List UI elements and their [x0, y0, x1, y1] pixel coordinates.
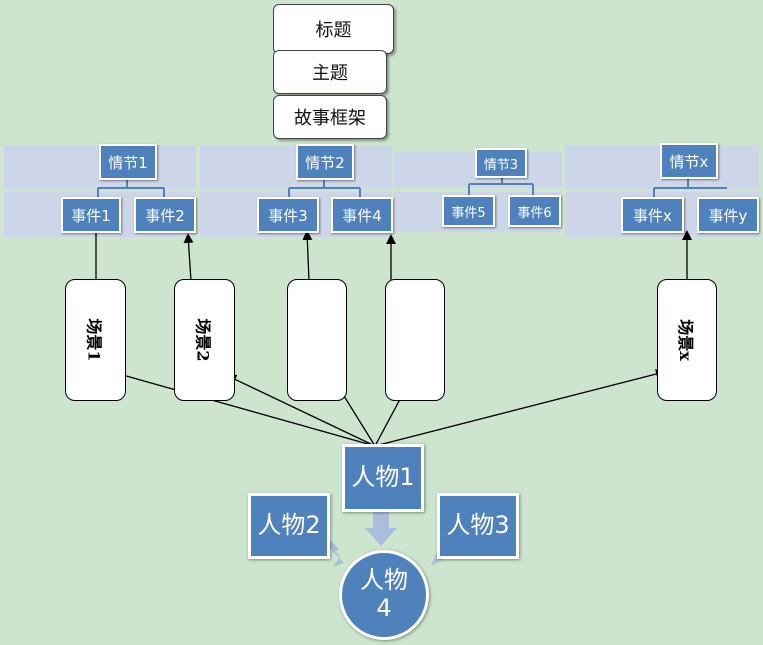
scene-box-4: [385, 279, 445, 401]
event-node-x: 事件x: [621, 197, 684, 233]
story-framework-box: 故事框架: [273, 95, 387, 139]
event-node-4: 事件4: [331, 197, 393, 233]
scene-label-2: 场景2: [193, 318, 213, 362]
scene-label-x: 场景x: [675, 319, 695, 361]
event-node-3: 事件3: [257, 197, 319, 233]
scene-box-3: [287, 279, 347, 401]
event-node-6: 事件6: [508, 195, 561, 227]
scene-box-x: 场景x: [657, 279, 717, 401]
scene-box-1: 场景1: [65, 279, 126, 401]
theme-box: 主题: [273, 50, 387, 94]
character-1: 人物1: [342, 444, 424, 512]
character-4-line2: 4: [376, 594, 392, 622]
event-node-1: 事件1: [61, 197, 121, 233]
scene-box-2: 场景2: [174, 279, 235, 401]
plot-node-3: 情节3: [475, 148, 527, 178]
character-4: 人物 4: [339, 550, 429, 640]
event-node-2: 事件2: [134, 197, 196, 233]
plot-node-1: 情节1: [99, 144, 157, 180]
plot-node-2: 情节2: [296, 144, 354, 180]
plot-node-x: 情节x: [660, 143, 718, 179]
character-3: 人物3: [437, 493, 519, 559]
character-to-scene-arrows: [110, 369, 666, 447]
title-box: 标题: [273, 4, 394, 54]
character-4-line1: 人物: [360, 566, 408, 595]
scene-to-event-arrows: [91, 223, 692, 282]
event-node-5: 事件5: [442, 195, 495, 227]
plot-tree-connectors: [97, 176, 727, 199]
character-2: 人物2: [248, 493, 330, 559]
scene-label-1: 场景1: [84, 318, 104, 362]
event-node-y: 事件y: [697, 197, 759, 233]
